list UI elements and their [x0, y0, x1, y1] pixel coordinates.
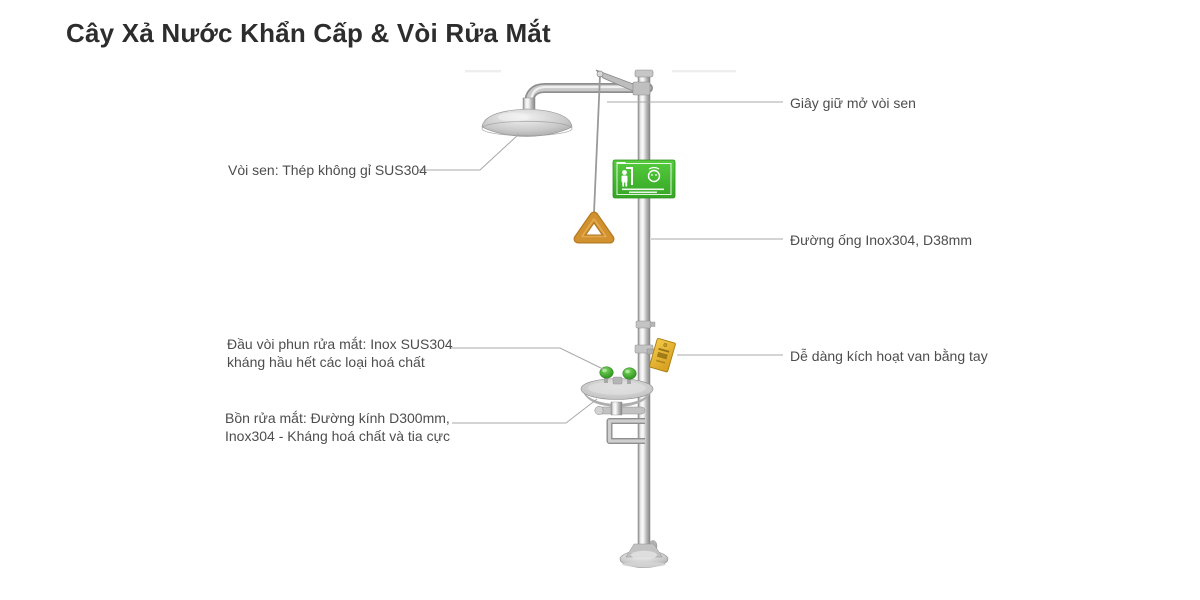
shower-pictogram	[621, 167, 633, 187]
callout-pull-rod: Giây giữ mở vòi sen	[790, 94, 916, 112]
floor-base	[619, 540, 669, 568]
callout-spray-nozzles-line2: kháng hầu hết các loại hoá chất	[227, 354, 425, 370]
callout-hand-valve-text: Dễ dàng kích hoạt van bằng tay	[790, 348, 988, 364]
pipe-collar	[635, 320, 652, 329]
shower-arm	[524, 83, 653, 119]
main-pipe	[632, 69, 656, 559]
callout-eyewash-bowl: Bồn rửa mắt: Đường kính D300mm, Inox304 …	[225, 409, 450, 445]
callout-spray-nozzles-line1: Đầu vòi phun rửa mắt: Inox SUS304	[227, 336, 453, 352]
callout-hand-valve: Dễ dàng kích hoạt van bằng tay	[790, 347, 988, 365]
callout-shower-head-text: Vòi sen: Thép không gỉ SUS304	[228, 162, 427, 178]
background-edge-lines	[465, 70, 736, 73]
eyewash-pictogram	[647, 166, 661, 183]
shower-head	[481, 97, 573, 137]
arm-junction-fitting	[632, 81, 651, 96]
callout-pull-rod-text: Giây giữ mở vòi sen	[790, 95, 916, 111]
leader-eyewash-bowl	[452, 398, 598, 424]
activation-loop-handle	[594, 406, 646, 444]
callout-eyewash-bowl-line1: Bồn rửa mắt: Đường kính D300mm,	[225, 410, 450, 426]
callout-pipe: Đường ống Inox304, D38mm	[790, 231, 972, 249]
page-title: Cây Xả Nước Khẩn Cấp & Vòi Rửa Mắt	[66, 18, 551, 48]
leader-spray-nozzles	[450, 347, 604, 370]
triangle-pull-handle	[573, 211, 615, 244]
callout-spray-nozzles: Đầu vòi phun rửa mắt: Inox SUS304 kháng …	[227, 335, 453, 371]
sign-text-line	[629, 191, 657, 194]
callout-shower-head: Vòi sen: Thép không gỉ SUS304	[228, 161, 427, 179]
leader-lines	[418, 101, 783, 424]
eyewash-spray-nozzles	[599, 366, 637, 385]
callout-pipe-text: Đường ống Inox304, D38mm	[790, 232, 972, 248]
sign-text-line	[622, 188, 664, 191]
callout-eyewash-bowl-line2: Inox304 - Kháng hoá chất và tia cực	[225, 428, 450, 444]
pull-rod	[593, 75, 601, 214]
pipe-top-cap	[634, 69, 654, 78]
eyewash-bowl	[580, 378, 654, 416]
leader-shower-head	[418, 133, 520, 171]
safety-sign	[612, 159, 676, 199]
hand-valve-plate	[646, 338, 676, 373]
